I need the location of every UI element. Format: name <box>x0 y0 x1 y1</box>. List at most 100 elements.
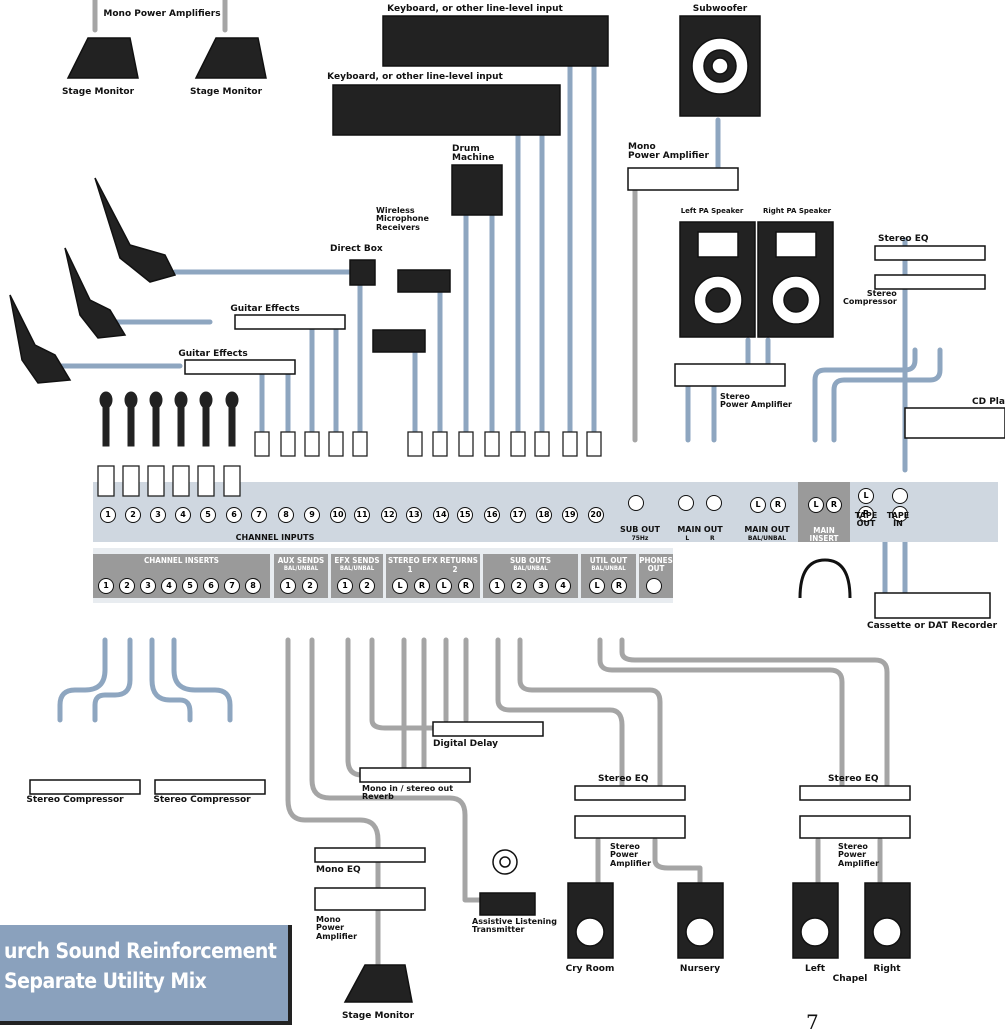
input-plug-11 <box>534 431 550 457</box>
util-out-right-jack: R <box>611 578 627 594</box>
guitar-2 <box>64 247 127 339</box>
title-line-1: urch Sound Reinforcement <box>4 939 277 963</box>
guitar-1 <box>94 177 177 283</box>
channel-input-jack-12: 12 <box>381 507 397 523</box>
aux-send-2-jack: 2 <box>302 578 318 594</box>
drum-machine <box>451 164 503 216</box>
cable-util1 <box>597 637 845 788</box>
return-2-left-jack: L <box>436 578 452 594</box>
channel-input-jack-18: 18 <box>536 507 552 523</box>
input-plug-4 <box>328 431 344 457</box>
main-out2-label: MAIN OUT <box>744 525 790 534</box>
tape-out-right-jack: R <box>858 506 874 522</box>
channel-inserts-label: CHANNEL INSERTS <box>143 556 219 565</box>
main-out2-right-jack: R <box>770 497 786 513</box>
mono-eq <box>314 847 426 863</box>
assistive-transmitter <box>479 892 536 916</box>
sub-out-label: SUB OUT <box>620 525 660 534</box>
page-number: 7 <box>806 1010 819 1034</box>
channel-insert-jack-5: 5 <box>182 578 198 594</box>
label-stereo-power-amp-cry: Stereo Power Amplifier <box>610 842 652 868</box>
microphone-3 <box>149 391 163 447</box>
cable-chins4 <box>171 637 233 723</box>
xlr-plug-2 <box>122 465 140 497</box>
microphone-4 <box>174 391 188 447</box>
label-digital-delay: Digital Delay <box>433 739 498 749</box>
phones-out-label: PHONES OUT <box>639 556 673 574</box>
input-plug-1 <box>254 431 270 457</box>
return-2-right-jack: R <box>458 578 474 594</box>
microphone-5 <box>199 391 213 447</box>
stereo-compressor-bottom-1 <box>29 779 141 795</box>
phones-out-jack <box>646 578 662 594</box>
title-line-2: Separate Utility Mix <box>4 969 207 993</box>
main-insert-left-jack: L <box>808 497 824 513</box>
input-plug-5 <box>352 431 368 457</box>
label-assistive: Assistive Listening Transmitter <box>472 917 557 935</box>
efx-send-1-jack: 1 <box>337 578 353 594</box>
cable-aux2 <box>309 637 488 903</box>
channel-input-jack-1: 1 <box>100 507 116 523</box>
channel-insert-jack-8: 8 <box>245 578 261 594</box>
label-stage-monitor-3: Stage Monitor <box>341 1011 415 1021</box>
label-cry-room: Cry Room <box>565 964 615 974</box>
channel-input-jack-2: 2 <box>125 507 141 523</box>
channel-input-jack-16: 16 <box>484 507 500 523</box>
label-stereo-eq-top: Stereo EQ <box>878 234 929 244</box>
microphone-1 <box>99 391 113 447</box>
cable-efx1 <box>345 637 368 778</box>
channel-input-jack-20: 20 <box>588 507 604 523</box>
channel-input-jack-5: 5 <box>200 507 216 523</box>
util-out-left-jack: L <box>589 578 605 594</box>
label-stage-monitor-1: Stage Monitor <box>61 87 135 97</box>
xlr-plug-5 <box>197 465 215 497</box>
label-mono-power-amplifiers: Mono Power Amplifiers <box>103 9 221 19</box>
channel-insert-jack-4: 4 <box>161 578 177 594</box>
channel-input-jack-10: 10 <box>330 507 346 523</box>
util-bal-label: BAL/UNBAL <box>591 565 626 572</box>
sub-out-1-jack: 1 <box>489 578 505 594</box>
efx-sends-label: EFX SENDS <box>334 556 380 565</box>
sub-out-2-jack: 2 <box>511 578 527 594</box>
cable-chins <box>57 637 108 723</box>
xlr-plug-6 <box>223 465 241 497</box>
main-out-left-jack <box>678 495 694 511</box>
main-insert-label: MAIN INSERT <box>809 526 839 544</box>
main-out-right-jack <box>706 495 722 511</box>
stereo-amp-top <box>674 363 786 387</box>
channel-insert-jack-3: 3 <box>140 578 156 594</box>
input-plug-7 <box>432 431 448 457</box>
channel-input-jack-19: 19 <box>562 507 578 523</box>
headphones <box>798 558 852 599</box>
guitar-effects-2 <box>184 359 296 375</box>
channel-insert-jack-6: 6 <box>203 578 219 594</box>
sub-out-3-jack: 3 <box>533 578 549 594</box>
stereo-compressor-bottom-2 <box>154 779 266 795</box>
label-mono-power-amp-bottom: Mono Power Amplifier <box>316 915 358 941</box>
input-plug-9 <box>484 431 500 457</box>
keyboard-1 <box>382 15 609 67</box>
label-stage-monitor-2: Stage Monitor <box>189 87 263 97</box>
label-stereo-eq-cry: Stereo EQ <box>598 774 649 784</box>
label-right-pa: Right PA Speaker <box>762 207 832 215</box>
mono-amp-bottom <box>314 887 426 911</box>
label-mono-power-amp-top: Mono Power Amplifier <box>628 142 709 162</box>
digital-delay <box>432 721 544 737</box>
label-stereo-compressor-2: Stereo Compressor <box>153 795 251 805</box>
channel-inputs-label: CHANNEL INPUTS <box>235 533 315 542</box>
channel-insert-jack-7: 7 <box>224 578 240 594</box>
cassette-recorder <box>874 592 991 619</box>
input-plug-6 <box>407 431 423 457</box>
channel-input-jack-17: 17 <box>510 507 526 523</box>
stage-monitor-3 <box>343 964 413 1003</box>
label-keyboard-2: Keyboard, or other line-level input <box>327 72 503 82</box>
main-out2-bal-label: BAL/UNBAL <box>747 535 787 542</box>
label-stereo-power-amp-top: Stereo Power Amplifier <box>720 392 792 410</box>
xlr-plug-3 <box>147 465 165 497</box>
returns-2-label: 2 <box>452 565 458 574</box>
guitar-effects-1 <box>234 314 346 330</box>
stereo-eq-top <box>874 245 986 261</box>
returns-1-label: 1 <box>407 565 413 574</box>
tape-out-left-jack: L <box>858 488 874 504</box>
